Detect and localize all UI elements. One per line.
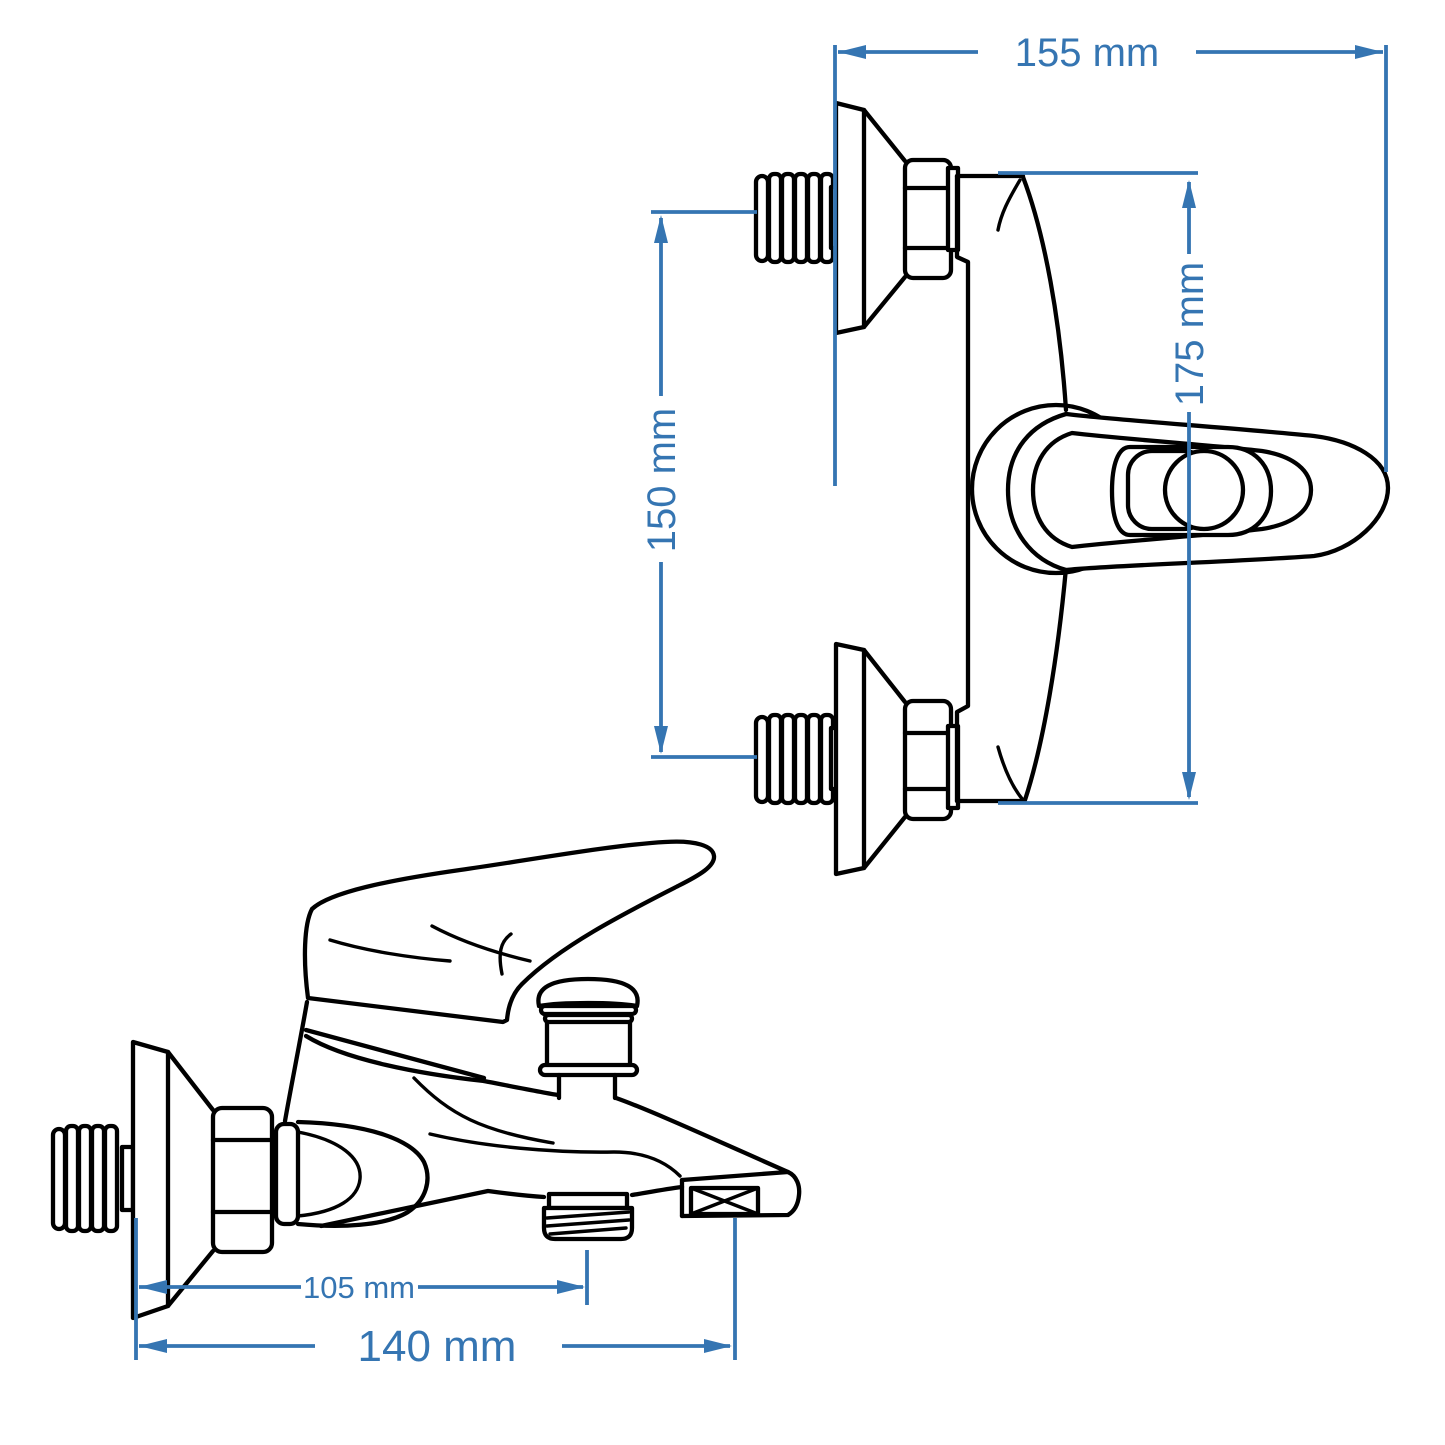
escutcheon-plate [833,100,867,336]
extension-lines [833,45,1388,486]
body-flange [273,1121,301,1227]
dimension-wall-to-hose-outlet: 105 mm [134,1218,589,1360]
dim-label-body-height: 175 mm [1168,262,1212,407]
side-view-body [282,839,802,1242]
dim-label-wall-to-hose-outlet: 105 mm [303,1270,415,1305]
hex-nut [902,698,954,822]
hex-nut [210,1105,275,1255]
arrowhead-icon [654,726,668,754]
dim-label-connection-spacing: 150 mm [640,408,684,553]
body-neck-lower [1022,565,1069,803]
knob-cap [536,976,640,1009]
escutcheon-cone [861,647,908,871]
escutcheon-plate [130,1039,171,1321]
escutcheon-cone [861,107,908,330]
dimension-wall-to-spout-end: 140 mm [139,1218,737,1371]
diverter-knob [536,976,640,1101]
escutcheon-plate [833,641,867,877]
dimension-overall-width: 155 mm [833,31,1388,486]
dimension-connection-spacing: 150 mm [640,210,757,759]
dim-label-overall-width: 155 mm [1015,31,1160,75]
arrowhead-icon [704,1339,732,1353]
spout-top-edge [613,1095,791,1175]
tick-lines [651,210,757,759]
threaded-pipe-icon [753,171,841,265]
dimension-body-height: 175 mm [998,171,1212,805]
arrowhead-icon [557,1280,585,1294]
hex-nut [902,157,954,281]
threaded-pipe-icon [753,712,841,806]
arrowhead-icon [1182,772,1196,800]
side-inlet-connection [50,1039,301,1321]
arrowhead-icon [1182,180,1196,208]
extension-lines [134,1218,589,1360]
top-inlet-connection-upper [753,100,961,336]
x-mark-icon [689,1186,760,1216]
arrowhead-icon [654,215,668,243]
handle-cap-circle [1162,448,1246,532]
arrowhead-icon [139,1339,167,1353]
knob-stem [556,1072,618,1101]
handle-pivot-bump [498,932,513,976]
spout-outlet [679,1169,802,1219]
arrowhead-icon [838,45,866,59]
shower-hose-connector [541,1191,635,1242]
aerator-x-box [688,1185,761,1217]
arrowhead-icon [139,1280,167,1294]
threaded-pipe-icon [50,1123,136,1234]
escutcheon-cone [165,1049,216,1309]
reference-lines [998,171,1198,805]
dimensions: 155 mm 175 mm 150 mm 105 mm [134,31,1388,1371]
lever-handle-side-view [302,839,717,1025]
body-neck-upper [1020,174,1069,413]
arrowhead-icon [1355,45,1383,59]
lever-handle-top-view [1005,411,1391,573]
thread-hatching [545,1210,631,1236]
side-view [50,839,802,1321]
top-inlet-connection-lower [753,641,961,877]
dim-label-wall-to-spout-end: 140 mm [358,1322,517,1371]
top-view [753,100,1391,877]
